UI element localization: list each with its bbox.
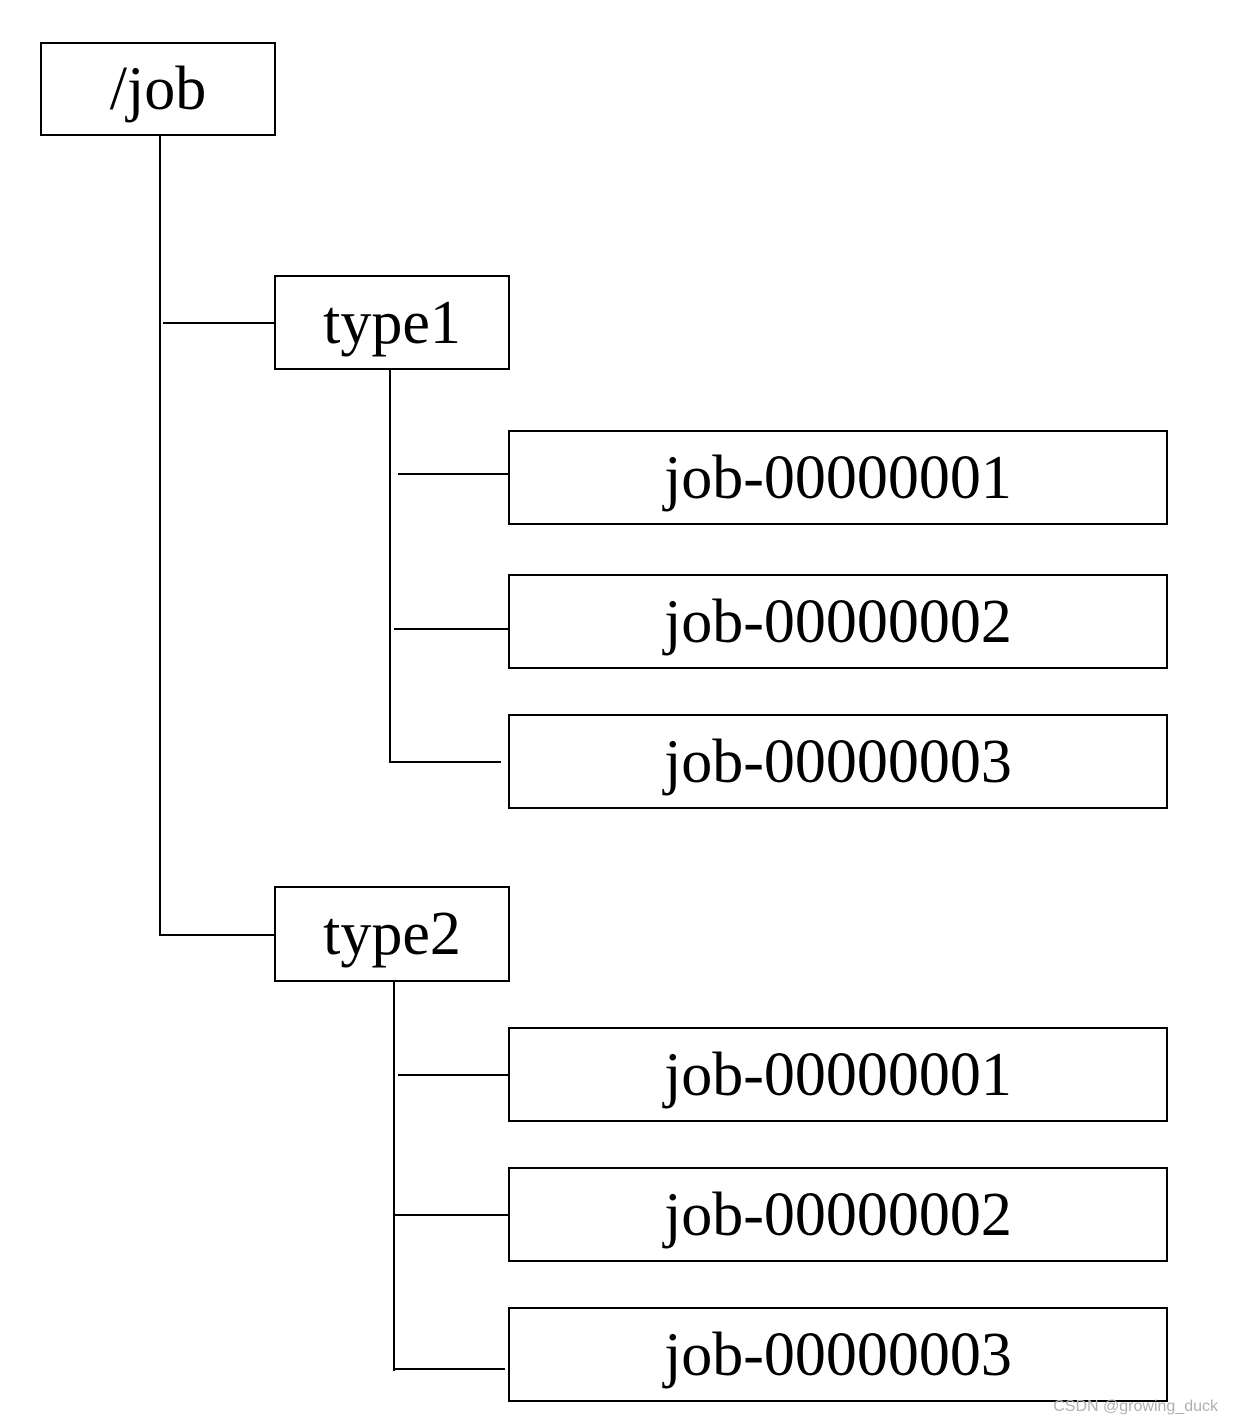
type2-trunk-line — [393, 981, 395, 1371]
leaf-node-label: job-00000003 — [664, 1320, 1012, 1389]
leaf-node: job-00000001 — [508, 430, 1168, 525]
leaf-node: job-00000003 — [508, 1307, 1168, 1402]
leaf-node-label: job-00000002 — [664, 587, 1012, 656]
type1-child3-connector — [389, 761, 501, 763]
branch-node-type1: type1 — [274, 275, 510, 370]
type1-child2-connector — [394, 628, 510, 630]
type1-trunk-line — [389, 369, 391, 763]
root-to-type1-connector — [163, 322, 275, 324]
type2-child3-connector — [393, 1368, 505, 1370]
leaf-node: job-00000001 — [508, 1027, 1168, 1122]
type2-child2-connector — [394, 1214, 510, 1216]
type2-child1-connector — [398, 1074, 510, 1076]
leaf-node-label: job-00000001 — [664, 443, 1012, 512]
branch-node-label: type1 — [323, 288, 461, 357]
root-trunk-line — [159, 136, 161, 936]
root-to-type2-connector — [159, 934, 275, 936]
leaf-node-label: job-00000003 — [664, 727, 1012, 796]
leaf-node-label: job-00000001 — [664, 1040, 1012, 1109]
watermark-text: CSDN @growing_duck — [1053, 1398, 1218, 1415]
root-node-label: /job — [109, 55, 207, 123]
leaf-node-label: job-00000002 — [664, 1180, 1012, 1249]
root-node: /job — [40, 42, 276, 136]
branch-node-label: type2 — [323, 900, 461, 968]
leaf-node: job-00000002 — [508, 574, 1168, 669]
type1-child1-connector — [398, 473, 510, 475]
leaf-node: job-00000003 — [508, 714, 1168, 809]
leaf-node: job-00000002 — [508, 1167, 1168, 1262]
branch-node-type2: type2 — [274, 886, 510, 982]
